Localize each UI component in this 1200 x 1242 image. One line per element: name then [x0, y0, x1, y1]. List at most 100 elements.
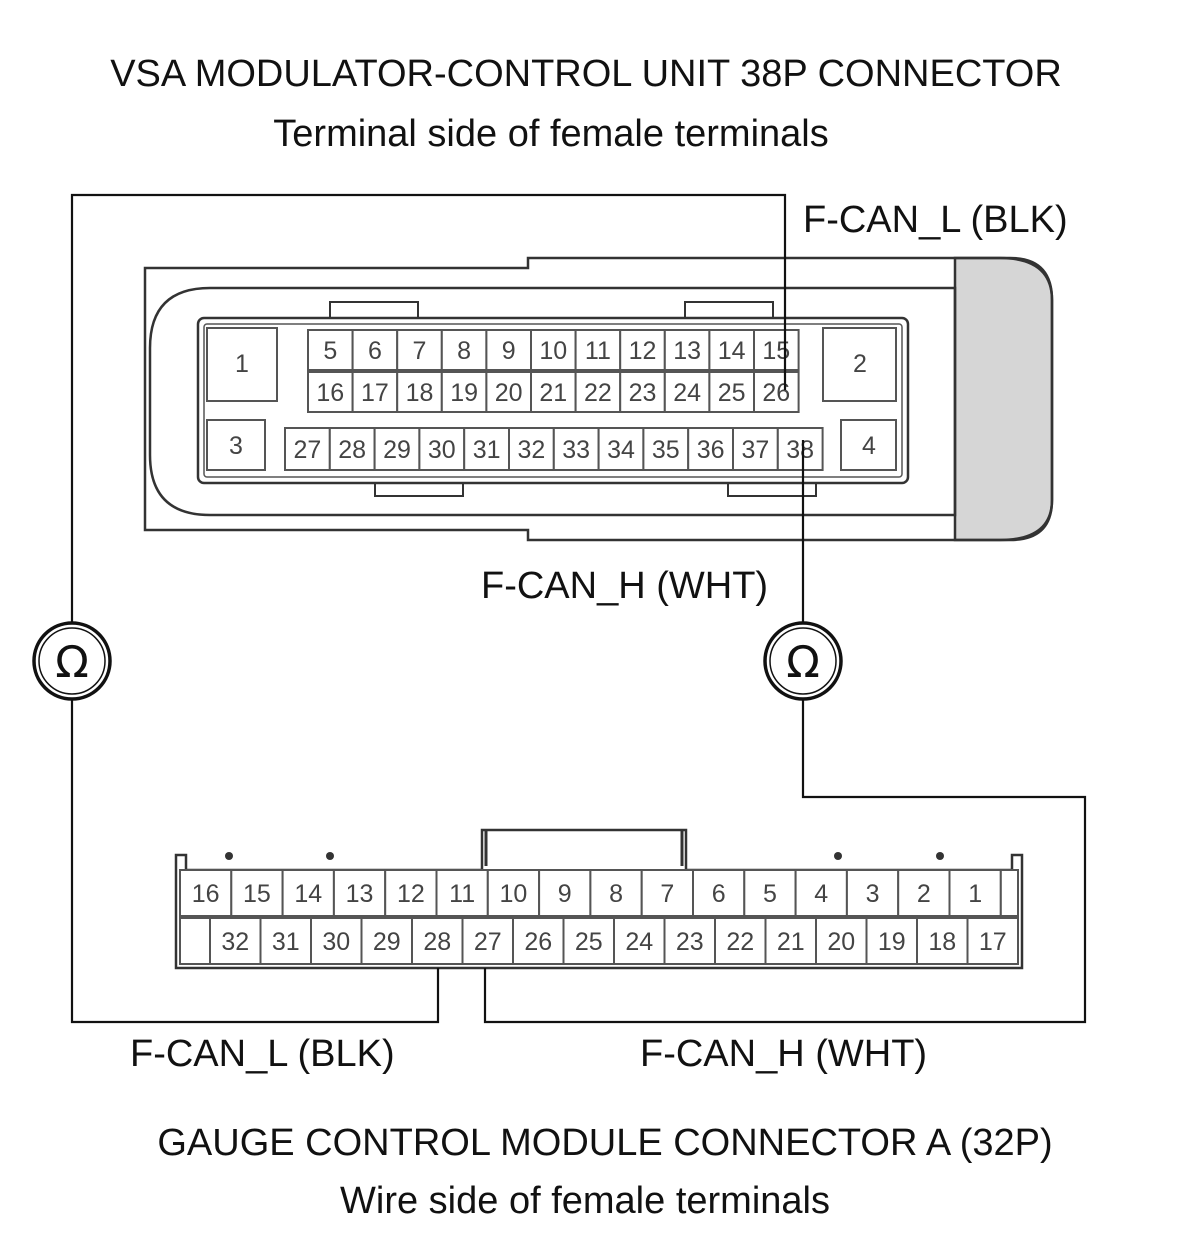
- gauge-bump-1: [225, 852, 233, 860]
- pin-12: 12: [629, 337, 657, 365]
- pin-11: 11: [449, 880, 475, 908]
- ohm-icon: Ω: [786, 637, 820, 688]
- pin-1: 1: [968, 880, 982, 908]
- pin-cell: [916, 917, 969, 965]
- wire-f-can-h: [483, 440, 1087, 1024]
- pin-cell: [845, 869, 900, 917]
- pin-cell: [259, 917, 312, 965]
- pin-21: 21: [539, 379, 567, 407]
- top-wire-h-label: F-CAN_H (WHT): [481, 565, 768, 607]
- pin-24: 24: [673, 379, 701, 407]
- pin-cell: [384, 869, 438, 917]
- pin-cell: [714, 917, 767, 965]
- pin-12: 12: [397, 880, 425, 908]
- pin-30: 30: [322, 928, 350, 956]
- pin-24: 24: [625, 928, 653, 956]
- pin-16: 16: [192, 880, 220, 908]
- pin-31: 31: [272, 928, 300, 956]
- housing-outer: [143, 256, 1054, 542]
- pin-cell: [209, 917, 262, 965]
- housing-key-top-left: [329, 301, 419, 319]
- pin-cell: [663, 329, 711, 371]
- pin-21: 21: [777, 928, 805, 956]
- bottom-wire-h-label: F-CAN_H (WHT): [640, 1033, 927, 1075]
- gauge-bump-3: [834, 852, 842, 860]
- pin-9: 9: [502, 337, 516, 365]
- pin-29: 29: [373, 928, 401, 956]
- pin-cell: [310, 917, 363, 965]
- pin-cell: [966, 917, 1019, 965]
- pin-cell: [732, 427, 779, 471]
- gauge-housing-outline: [174, 828, 1024, 970]
- pin-cell: [485, 329, 532, 371]
- pin-cell: [512, 917, 565, 965]
- pin-28: 28: [423, 928, 451, 956]
- pin-cell: [230, 869, 284, 917]
- pin-20: 20: [495, 379, 523, 407]
- pin-37: 37: [741, 436, 769, 464]
- pin-13: 13: [673, 337, 701, 365]
- gauge-bump-2: [326, 852, 334, 860]
- pin-1: 1: [235, 350, 249, 378]
- pin-2: 2: [853, 350, 867, 378]
- pin-cell: [538, 869, 592, 917]
- pin-cell: [897, 869, 951, 917]
- pin-cell: [351, 329, 399, 371]
- pin-cell: [179, 917, 211, 965]
- pin-4: 4: [814, 880, 828, 908]
- pin-cell: [613, 917, 666, 965]
- pin-cell: [753, 371, 800, 413]
- pin-cell: [486, 869, 541, 917]
- pin-10: 10: [539, 337, 567, 365]
- pin-16: 16: [316, 379, 344, 407]
- pin-8: 8: [457, 337, 471, 365]
- pin-25: 25: [718, 379, 746, 407]
- pin-cell: [562, 917, 615, 965]
- pin-cell: [373, 427, 421, 471]
- pin-cell: [687, 427, 735, 471]
- bottom-wire-l-label: F-CAN_L (BLK): [130, 1033, 395, 1075]
- ohmmeter-left: Ω: [32, 621, 112, 701]
- pin-cell: [328, 427, 376, 471]
- wire-f-can-l: [70, 193, 787, 1024]
- pin-9: 9: [558, 880, 572, 908]
- pin-cell: [753, 329, 800, 371]
- housing-inner: [148, 286, 957, 517]
- pin-cell: [776, 427, 824, 471]
- pin-8: 8: [609, 880, 623, 908]
- pin-cell: [589, 869, 643, 917]
- pin-cell: [284, 427, 331, 471]
- pin-7: 7: [413, 337, 427, 365]
- gauge-latch: [484, 830, 684, 866]
- pin-5: 5: [763, 880, 777, 908]
- top-wire-l-label: F-CAN_L (BLK): [803, 199, 1068, 241]
- pin-20: 20: [827, 928, 855, 956]
- pin-17: 17: [979, 928, 1007, 956]
- pin-26: 26: [524, 928, 552, 956]
- pin-31: 31: [473, 436, 501, 464]
- pin-cell: [948, 869, 1002, 917]
- pin-cell: [552, 427, 600, 471]
- top-connector-subtitle: Terminal side of female terminals: [273, 113, 828, 155]
- pin-29: 29: [383, 436, 411, 464]
- pin-11: 11: [585, 337, 611, 365]
- pin-32: 32: [517, 436, 545, 464]
- pin-30: 30: [428, 436, 456, 464]
- pin-cell: [663, 371, 711, 413]
- pin-cell: [530, 329, 577, 371]
- pin-cell: [574, 329, 622, 371]
- pin-cell: [663, 917, 716, 965]
- pin-cell: [281, 869, 335, 917]
- pin-cell: [642, 427, 690, 471]
- wires: [70, 193, 1087, 1024]
- pin-cell: [794, 869, 848, 917]
- ohmmeter-right: Ω: [763, 621, 843, 701]
- housing-shadow: [953, 256, 1054, 542]
- pin-33: 33: [562, 436, 590, 464]
- pin-cell: [461, 917, 514, 965]
- pin-32: 32: [221, 928, 249, 956]
- pin-cell: [351, 371, 399, 413]
